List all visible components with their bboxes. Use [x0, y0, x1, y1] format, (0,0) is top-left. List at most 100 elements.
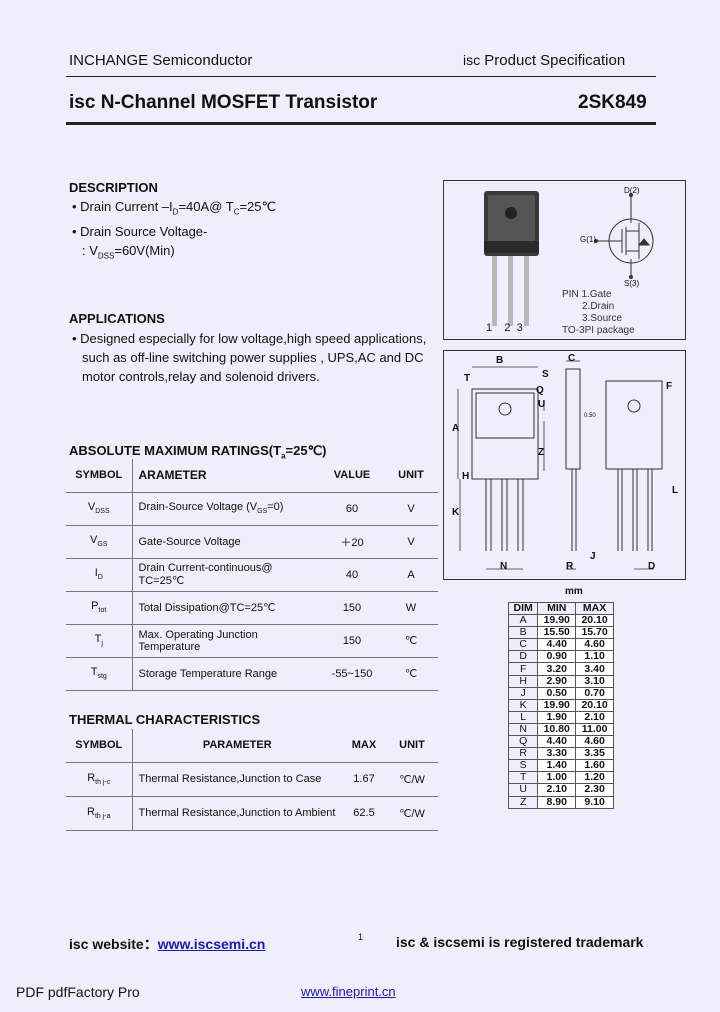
- ratings-unit: W: [405, 601, 417, 614]
- dim-label-n: N: [500, 561, 508, 572]
- company-name: INCHANGE Semiconductor: [69, 52, 253, 69]
- dim-letter: Z: [507, 795, 539, 809]
- part-number: 2SK849: [578, 92, 647, 113]
- dim-min: 8.90: [537, 795, 577, 809]
- front-view: [471, 388, 539, 551]
- page-mark: 1: [358, 932, 364, 942]
- thermal-col-symbol: SYMBOL: [66, 729, 133, 762]
- thermal-parameter: Thermal Resistance,Junction to Ambient: [138, 807, 336, 819]
- dim-label-d: D: [648, 561, 656, 572]
- dim-max: 1.60: [575, 759, 614, 773]
- ratings-header-row: SYMBOL ARAMETER VALUE UNIT: [66, 459, 438, 492]
- dim-min: 1.00: [537, 771, 577, 785]
- dim-max: 20.10: [575, 614, 614, 628]
- dimension-lines: [457, 360, 654, 570]
- applications-heading: APPLICATIONS: [69, 311, 165, 326]
- trademark-note: isc & iscsemi is registered trademark: [396, 934, 644, 950]
- ratings-parameter: Gate-Source Voltage: [138, 535, 241, 548]
- ratings-symbol: ID: [66, 558, 133, 591]
- package-box: D(2) G(1) S(3) PIN 1.Gate 2.Drain 3.Sour…: [443, 180, 686, 340]
- dim-min: 0.90: [537, 650, 577, 664]
- ratings-parameter: Drain-Source Voltage (VGS=0): [138, 501, 284, 516]
- dim-max: 11.00: [575, 722, 614, 737]
- dim-label-u: U: [538, 399, 546, 410]
- dim-label-z: Z: [538, 447, 545, 458]
- dim-min: 0.50: [537, 686, 577, 700]
- website-label: isc website：: [69, 936, 158, 952]
- dim-label-r: R: [566, 561, 574, 572]
- dim-max: 4.60: [575, 735, 614, 749]
- package-name: TO-3PI package: [562, 325, 635, 336]
- pin-1: PIN 1.Gate: [562, 289, 612, 300]
- mosfet-schematic: [594, 193, 654, 279]
- dim-max: 2.30: [575, 783, 614, 797]
- thermal-col-unit: UNIT: [399, 739, 425, 752]
- dim-letter: U: [507, 783, 539, 797]
- ratings-value: 40: [345, 568, 359, 581]
- title-rule: [66, 122, 656, 125]
- thermal-max: 1.67: [353, 773, 375, 785]
- dim-max: 0.70: [575, 686, 614, 700]
- min-col-header: MIN: [537, 601, 577, 616]
- dim-letter: Q: [507, 735, 539, 749]
- dim-max: 9.10: [575, 795, 614, 809]
- ratings-unit: V: [407, 535, 415, 548]
- ratings-symbol: Tj: [66, 624, 133, 657]
- dim-max: 3.40: [575, 662, 614, 676]
- dim-label-l: L: [672, 485, 679, 496]
- dim-label-q: Q: [536, 385, 544, 396]
- ratings-parameter: Max. Operating Junction Temperature: [138, 628, 258, 653]
- ratings-symbol: Tstg: [66, 657, 133, 690]
- ratings-symbol: VDSS: [66, 492, 133, 525]
- ratings-value: 60: [345, 502, 359, 515]
- applications-body: • Designed especially for low voltage,hi…: [72, 329, 426, 386]
- applications-line-1: • Designed especially for low voltage,hi…: [72, 331, 427, 346]
- fineprint-link[interactable]: www.fineprint.cn: [301, 984, 396, 999]
- dim-max: 2.10: [575, 710, 614, 724]
- dim-small-note: 0.50: [584, 413, 596, 419]
- spec-prefix: isc: [463, 52, 481, 68]
- dim-label-s: S: [542, 369, 549, 380]
- dim-letter: H: [507, 674, 539, 688]
- website-line: isc website：www.iscsemi.cn: [69, 934, 265, 954]
- dim-col-header: DIM: [507, 601, 539, 616]
- package-photo-and-schematic: [484, 191, 654, 326]
- dim-header-row: DIM MIN MAX: [507, 601, 614, 616]
- thermal-symbol: Rth j-c: [66, 762, 133, 796]
- schematic-drain-label: D(2): [624, 186, 640, 195]
- outline-drawing: [457, 360, 663, 570]
- dim-letter: C: [507, 638, 539, 652]
- website-link[interactable]: www.iscsemi.cn: [157, 936, 266, 952]
- schematic-source-label: S(3): [624, 279, 640, 288]
- dim-min: 4.40: [537, 638, 577, 652]
- description-heading: DESCRIPTION: [69, 180, 158, 195]
- dim-max: 4.60: [575, 638, 614, 652]
- dim-letter: K: [507, 698, 539, 712]
- dim-min: 4.40: [537, 735, 577, 749]
- pdf-factory-label: PDF pdfFactory Pro: [16, 984, 140, 1000]
- thermal-unit: ℃/W: [399, 773, 425, 786]
- ratings-value: ＋20: [340, 536, 364, 549]
- dim-min: 2.10: [537, 783, 577, 797]
- thermal-col-parameter: PARAMETER: [202, 739, 272, 752]
- ratings-parameter: Total Dissipation@TC=25℃: [138, 602, 276, 614]
- description-bullet-2: • Drain Source Voltage-: [72, 223, 208, 239]
- thermal-max: 62.5: [353, 807, 375, 819]
- dim-label-c: C: [568, 353, 576, 364]
- ratings-col-parameter: ARAMETER: [138, 468, 207, 483]
- dim-label-f: F: [666, 381, 673, 392]
